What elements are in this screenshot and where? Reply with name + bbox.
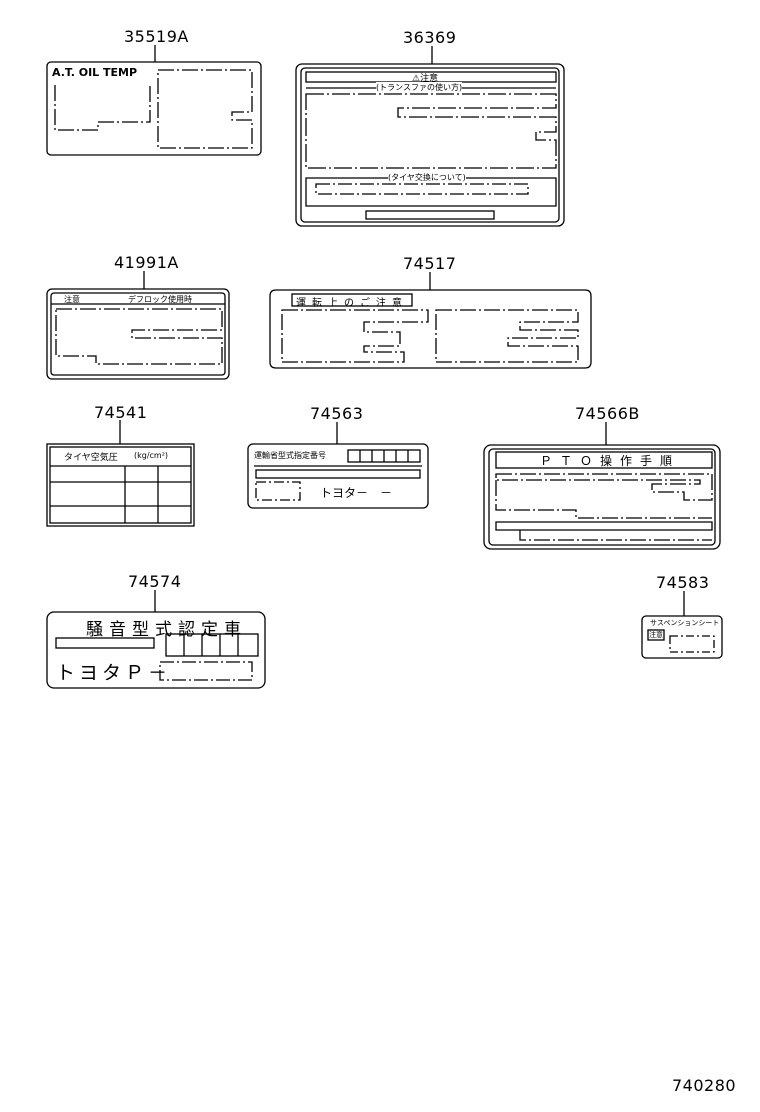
part-74583 (641, 591, 723, 659)
part-74566b (483, 422, 721, 550)
part-36369 (295, 46, 565, 227)
part-74563 (247, 422, 429, 509)
label-title-noise-certified: 騒音型式認定車 (86, 620, 247, 640)
part-74517 (269, 272, 592, 369)
label-title-diff-lock: デフロック使用時 (128, 295, 192, 304)
label-outline (247, 443, 429, 509)
part-number-74566b: 74566B (575, 404, 640, 423)
label-text-at-oil-temp: A.T. OIL TEMP (52, 66, 138, 79)
label-outline (269, 289, 592, 369)
part-number-74563: 74563 (310, 404, 364, 423)
part-41991a (46, 271, 230, 380)
part-number-74541: 74541 (94, 403, 148, 422)
part-35519a (46, 45, 262, 156)
label-outline (46, 61, 262, 156)
label-maker-code-p: トヨタＰ－ (56, 662, 172, 684)
part-74541 (46, 420, 195, 527)
label-outline (641, 615, 723, 659)
label-subtitle-tire: (タイヤ交換について) (388, 172, 466, 183)
diagram-code: 740280 (672, 1076, 737, 1095)
part-number-35519a: 35519A (124, 27, 189, 46)
label-outline (46, 288, 230, 380)
part-number-74583: 74583 (656, 573, 710, 592)
label-title-driving-caution: 運転上のご注意 (296, 298, 408, 309)
part-number-36369: 36369 (403, 28, 457, 47)
label-outline (46, 443, 195, 527)
part-number-74574: 74574 (128, 572, 182, 591)
label-maker-code: トヨタ－ － (320, 486, 393, 500)
label-title-tire-pressure: タイヤ空気圧 (64, 453, 118, 463)
label-tag-caution: 注意 (64, 295, 80, 304)
part-number-74517: 74517 (403, 254, 457, 273)
label-title-warning: ⚠注意 (412, 74, 439, 84)
label-unit: (kg/cm²) (134, 451, 169, 460)
label-subtitle-transfer: (トランスファの使い方) (376, 82, 463, 93)
label-outline (46, 611, 266, 689)
label-tag-caution-small: 注意 (649, 631, 663, 639)
label-outline (483, 444, 721, 550)
label-title-pto: ＰＴＯ操作手順 (540, 454, 681, 468)
part-number-41991a: 41991A (114, 253, 179, 272)
label-title-type-designation: 運輸省型式指定番号 (254, 451, 326, 460)
part-74574 (46, 590, 266, 689)
label-title-suspension-seat: サスペンションシート (650, 619, 720, 627)
label-outline (295, 63, 565, 227)
